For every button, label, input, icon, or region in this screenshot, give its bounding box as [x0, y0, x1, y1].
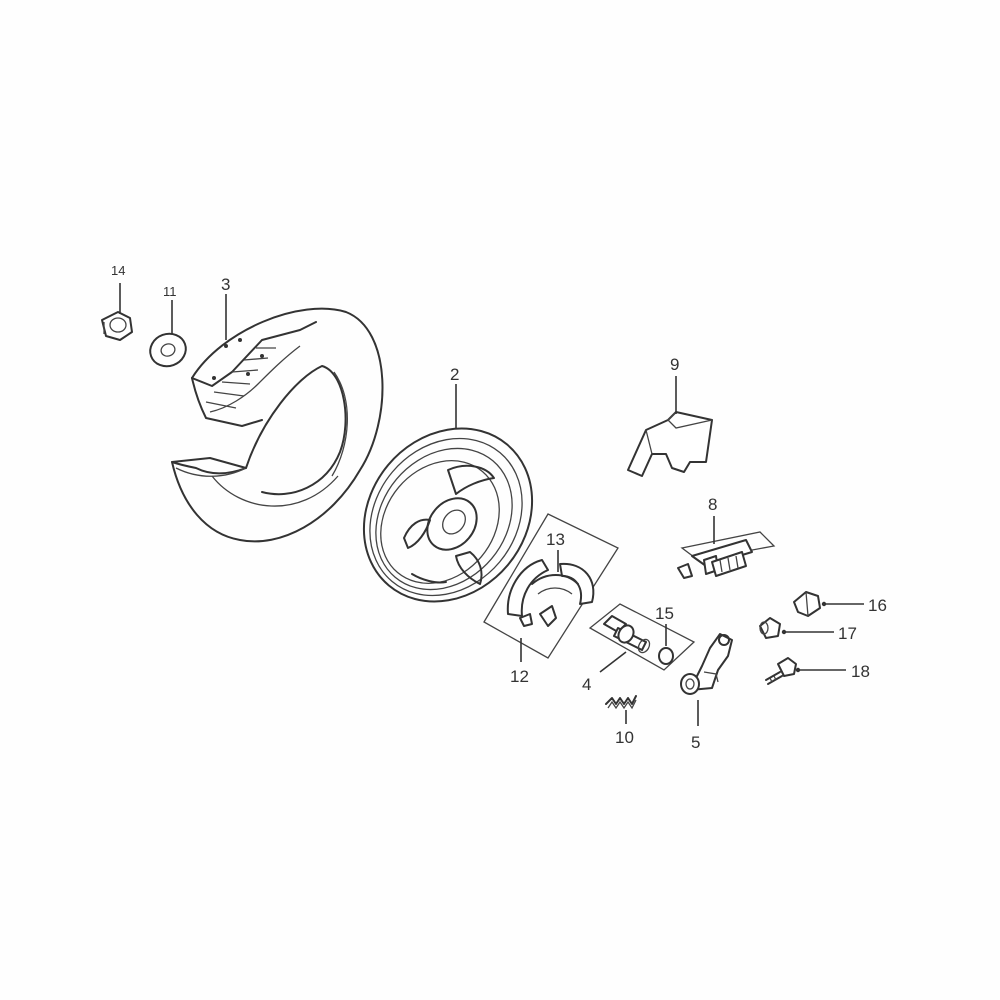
part-15-o-ring: [658, 647, 674, 665]
callout-8: 8: [708, 495, 717, 514]
callout-11: 11: [163, 284, 177, 299]
callout-12: 12: [510, 667, 529, 686]
callout-5: 5: [691, 733, 700, 752]
part-14-nut: [101, 311, 133, 341]
callout-13: 13: [546, 530, 565, 549]
part-5-brake-arm: [680, 633, 733, 695]
part-11-washer: [149, 332, 187, 368]
callout-17: 17: [838, 624, 857, 643]
part-12-brake-shoe-set: [483, 513, 619, 659]
callout-18: 18: [851, 662, 870, 681]
part-17-collar: [759, 617, 781, 639]
part-3-tire: [171, 307, 384, 543]
callout-16: 16: [868, 596, 887, 615]
callout-4: 4: [582, 675, 591, 694]
callout-2: 2: [450, 365, 459, 384]
leader-4: [599, 651, 627, 673]
part-18-bolt: [765, 657, 797, 685]
part-9-cover: [627, 411, 713, 477]
callout-10: 10: [615, 728, 634, 747]
part-16-cap-nut: [793, 591, 821, 617]
part-8-bracket: [677, 531, 776, 579]
callout-3: 3: [221, 275, 230, 294]
callout-15: 15: [655, 604, 674, 623]
part-13-brake-shoe: [506, 559, 595, 627]
callout-14: 14: [111, 263, 125, 278]
part-4-cam-shaft: [588, 603, 696, 671]
part-2-wheel: [362, 427, 534, 603]
part-10-spring: [605, 695, 637, 710]
callout-9: 9: [670, 355, 679, 374]
